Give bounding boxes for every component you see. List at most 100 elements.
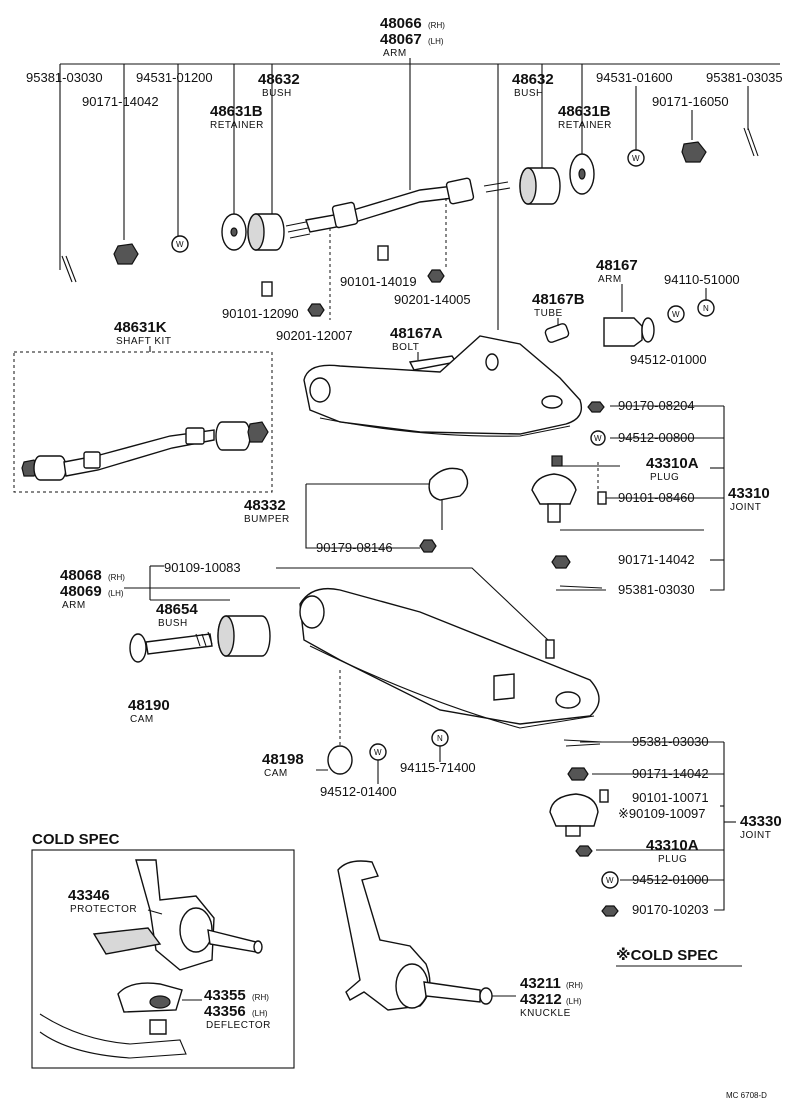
label-shaft-kit: SHAFT KIT (116, 336, 171, 347)
svg-text:W: W (606, 876, 614, 885)
label-48631b-left[interactable]: 48631B (210, 103, 263, 120)
upper-ball-joint-icon (531, 473, 577, 505)
label-94512-01000-lower[interactable]: 94512-01000 (632, 872, 709, 887)
label-43355[interactable]: 43355 (204, 987, 246, 1004)
label-48332[interactable]: 48332 (244, 497, 286, 514)
label-43310a-upper[interactable]: 43310A (646, 455, 699, 472)
svg-text:W: W (374, 748, 382, 757)
cold-spec-box[interactable]: COLD SPEC 43346 PROTECTOR 43355 (RH) 433… (31, 831, 295, 1069)
upper-arm-no-rh: 48066 (380, 15, 422, 32)
label-90109-10097[interactable]: ※90109-10097 (618, 806, 706, 821)
label-95381-03035[interactable]: 95381-03035 (706, 70, 783, 85)
upper-shaft-assembly[interactable]: W W (61, 127, 759, 320)
lower-ball-joint-icon (549, 793, 599, 827)
shaft-thread-left (285, 221, 311, 239)
label-90171-16050[interactable]: 90171-16050 (652, 94, 729, 109)
top-part-labels: 95381-03030 90171-14042 94531-01200 4863… (26, 70, 783, 131)
lower-arm-lh: (LH) (108, 589, 124, 598)
bolt-10071-icon (599, 789, 609, 803)
castle-nut-lower-icon (567, 767, 589, 781)
upper-joint-group[interactable]: 90170-08204 94512-00800 43310A PLUG 9010… (531, 398, 770, 597)
label-90201-14005[interactable]: 90201-14005 (394, 292, 471, 307)
label-95381-03030[interactable]: 95381-03030 (26, 70, 103, 85)
label-90170-08204[interactable]: 90170-08204 (618, 398, 695, 413)
label-48198[interactable]: 48198 (262, 751, 304, 768)
bumper-icon (428, 467, 469, 501)
label-48632-left[interactable]: 48632 (258, 71, 300, 88)
cold-spec-title: COLD SPEC (32, 831, 120, 848)
shaft-thread-right (483, 181, 511, 193)
lower-arm-name: ARM (62, 600, 86, 611)
label-95381-03030-upper[interactable]: 95381-03030 (618, 582, 695, 597)
label-retainer-right: RETAINER (558, 120, 612, 131)
castle-nut-left-icon (113, 243, 139, 265)
svg-text:W: W (672, 310, 680, 319)
label-94512-00800[interactable]: 94512-00800 (618, 430, 695, 445)
upper-control-arm[interactable] (303, 335, 583, 437)
label-90101-08460[interactable]: 90101-08460 (618, 490, 695, 505)
cold-spec-frame (31, 849, 295, 1069)
label-94512-01400[interactable]: 94512-01400 (320, 784, 397, 799)
lower-arm-label[interactable]: 48068 (RH) 48069 (LH) ARM (60, 567, 125, 611)
label-90101-10071[interactable]: 90101-10071 (632, 790, 709, 805)
upper-arm-rh: (RH) (428, 21, 445, 30)
upper-arm-label[interactable]: 48066 (RH) 48067 (LH) ARM (380, 15, 445, 59)
label-48654[interactable]: 48654 (156, 601, 198, 618)
label-94110-51000[interactable]: 94110-51000 (664, 272, 740, 287)
label-joint-upper: JOINT (730, 502, 761, 513)
label-43211[interactable]: 43211 (520, 975, 561, 992)
label-43356[interactable]: 43356 (204, 1003, 246, 1020)
label-48198-cam: CAM (264, 768, 288, 779)
label-43310a-lower[interactable]: 43310A (646, 837, 699, 854)
label-48167b-tube: TUBE (534, 308, 563, 319)
label-48631k[interactable]: 48631K (114, 319, 167, 336)
upper-arm-pivot-parts: W N (408, 284, 715, 371)
label-48167[interactable]: 48167 (596, 257, 638, 274)
label-90179-08146[interactable]: 90179-08146 (316, 540, 393, 555)
pivot-arm-icon (603, 317, 643, 347)
knuckle-group[interactable]: 43211 (RH) 43212 (LH) KNUCKLE (337, 860, 583, 1019)
label-43330[interactable]: 43330 (740, 813, 782, 830)
label-94531-01200[interactable]: 94531-01200 (136, 70, 213, 85)
label-90101-12090[interactable]: 90101-12090 (222, 306, 299, 321)
label-43346[interactable]: 43346 (68, 887, 110, 904)
label-94115-71400[interactable]: 94115-71400 (400, 760, 476, 775)
cold-spec-note: ※COLD SPEC (616, 946, 718, 964)
label-48654-bush: BUSH (158, 618, 188, 629)
lower-part-labels: 90109-10083 48654 BUSH 48190 CAM 48198 C… (128, 560, 476, 799)
label-48167b[interactable]: 48167B (532, 291, 585, 308)
label-90101-14019[interactable]: 90101-14019 (340, 274, 417, 289)
label-90171-14042-upper[interactable]: 90171-14042 (618, 552, 695, 567)
label-90170-10203[interactable]: 90170-10203 (632, 902, 709, 917)
label-94512-01000-upper[interactable]: 94512-01000 (630, 352, 707, 367)
upper-arm-name: ARM (383, 48, 407, 59)
washer-right-icon (627, 149, 645, 167)
label-plug-upper: PLUG (650, 472, 679, 483)
label-90171-14042-lower[interactable]: 90171-14042 (632, 766, 709, 781)
lower-joint-group[interactable]: 95381-03030 90171-14042 90101-10071 ※901… (549, 734, 782, 917)
label-48632-right[interactable]: 48632 (512, 71, 554, 88)
shaft-kit-box[interactable]: 48631K SHAFT KIT (13, 319, 273, 493)
label-90171-14042[interactable]: 90171-14042 (82, 94, 159, 109)
lower-arm-no-lh: 48069 (60, 583, 102, 600)
label-48167a[interactable]: 48167A (390, 325, 443, 342)
label-43212[interactable]: 43212 (520, 991, 562, 1008)
label-knuckle: KNUCKLE (520, 1008, 571, 1019)
label-43310[interactable]: 43310 (728, 485, 770, 502)
label-90109-10083[interactable]: 90109-10083 (164, 560, 241, 575)
label-43356-lh: (LH) (252, 1009, 268, 1018)
label-94531-01600[interactable]: 94531-01600 (596, 70, 673, 85)
bumper-group[interactable]: 48332 BUMPER 90179-08146 (244, 467, 469, 555)
cam-bolt-icon (145, 633, 213, 655)
label-48190[interactable]: 48190 (128, 697, 170, 714)
label-48631b-right[interactable]: 48631B (558, 103, 611, 120)
catalog-code: MC 6708-D (726, 1091, 767, 1100)
label-48167a-bolt: BOLT (392, 342, 419, 353)
shaft-kit-dashed-box (13, 351, 273, 493)
label-95381-03030-lower[interactable]: 95381-03030 (632, 734, 709, 749)
label-deflector: DEFLECTOR (206, 1020, 271, 1031)
label-90201-12007[interactable]: 90201-12007 (276, 328, 353, 343)
lower-arm-assembly[interactable]: W N (129, 587, 600, 784)
label-48167-arm: ARM (598, 274, 622, 285)
cotter-upper-icon (556, 585, 606, 591)
